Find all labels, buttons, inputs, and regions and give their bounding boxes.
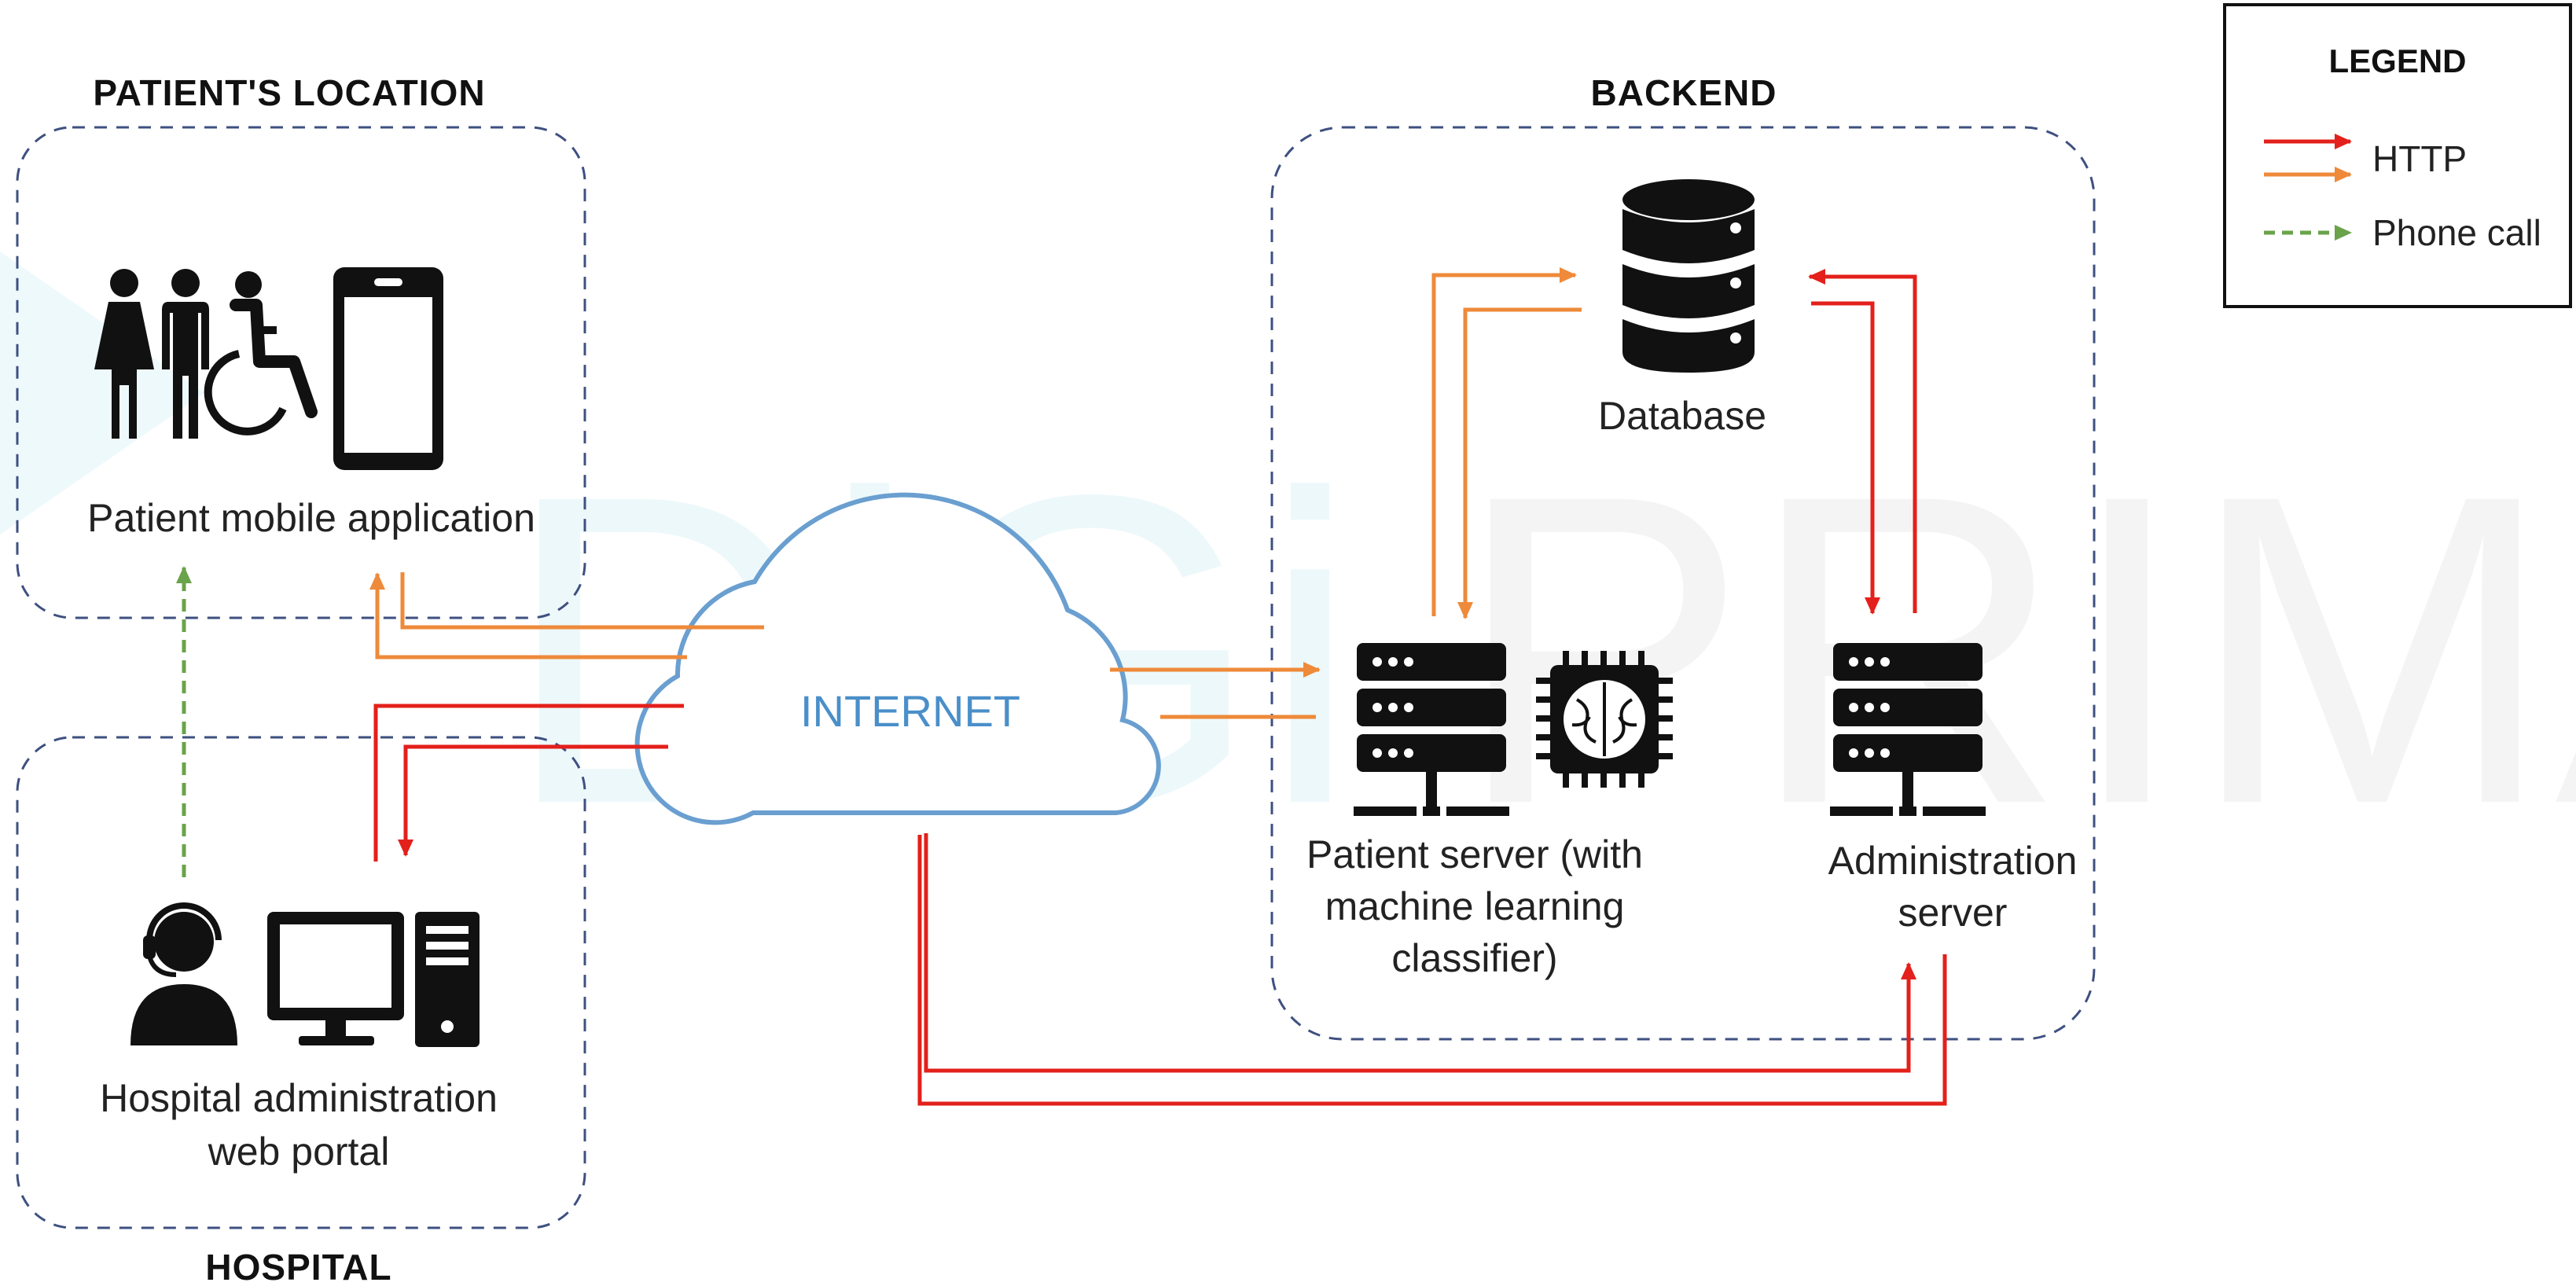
legend-http-label: HTTP [2372, 138, 2467, 179]
database-icon [1622, 179, 1755, 373]
watermark: DiGi PRIMA [0, 252, 2576, 895]
patient-location-boundary [16, 126, 586, 619]
http-arrow-admin-to-internet [917, 835, 1947, 1106]
patient-server-label-3: classifier) [1391, 936, 1557, 980]
wheelchair-icon [204, 271, 318, 435]
operator-headset-icon [130, 902, 237, 1045]
internet-label: INTERNET [800, 686, 1020, 736]
connections [176, 267, 1947, 1106]
http-arrow-internet-to-portal [398, 744, 668, 857]
admin-server-label-2: server [1898, 891, 2008, 935]
server-icon [1354, 643, 1509, 816]
http-arrow-internet-to-app [369, 572, 687, 660]
smartphone-icon [333, 267, 443, 470]
patient-server-label-1: Patient server (with [1306, 832, 1643, 876]
monitor-icon [267, 912, 404, 1045]
backend-boundary [1270, 126, 2096, 1041]
admin-server-icon [1830, 643, 1986, 816]
legend: LEGEND HTTP Phone call [2223, 3, 2572, 308]
http-arrow-portal-to-internet [373, 704, 684, 862]
http-arrow-admin-to-db [1808, 269, 1917, 613]
http-arrow-app-to-internet [400, 572, 764, 630]
legend-phone-label: Phone call [2372, 212, 2541, 253]
patient-app-label: Patient mobile application [87, 496, 535, 540]
hospital-boundary [16, 736, 586, 1229]
patient-server-label-2: machine learning [1325, 884, 1625, 928]
legend-title: LEGEND [2328, 42, 2466, 79]
http-arrow-internet-to-admin [924, 833, 1916, 1073]
database-label: Database [1598, 394, 1766, 438]
watermark-prima: PRIMA [1454, 403, 2576, 895]
admin-server-label-1: Administration [1828, 839, 2078, 883]
section-title-patient: PATIENT'S LOCATION [93, 72, 485, 113]
internet-cloud: INTERNET [634, 492, 1161, 825]
http-arrow-db-to-admin [1811, 301, 1880, 615]
http-arrow-db-to-patient-server [1457, 307, 1582, 619]
hospital-portal-label-1: Hospital administration [100, 1076, 498, 1120]
section-title-hospital: HOSPITAL [205, 1247, 391, 1286]
people-icon [94, 269, 209, 439]
ai-chip-icon [1536, 651, 1673, 788]
pc-tower-icon [415, 912, 480, 1047]
section-title-backend: BACKEND [1591, 72, 1777, 113]
http-arrow-patient-server-to-db [1431, 267, 1577, 616]
hospital-portal-label-2: web portal [208, 1130, 390, 1174]
